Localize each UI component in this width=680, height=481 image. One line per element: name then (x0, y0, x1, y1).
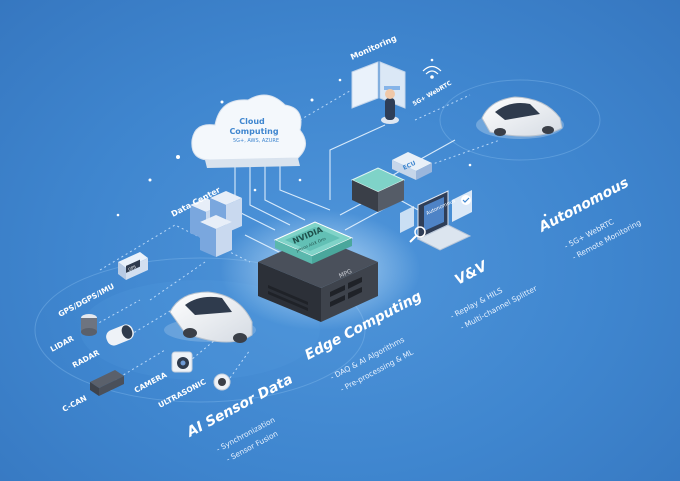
sensor-halo-ring (34, 257, 366, 403)
monitoring-screens-icon (351, 61, 406, 124)
sparkle-dots (116, 58, 547, 217)
data-center-servers-icon (190, 191, 242, 257)
radar-icon (106, 324, 134, 346)
ecu-module-icon (392, 152, 432, 180)
autonomous-car-icon (476, 96, 564, 139)
mpg-edge-hub (258, 221, 378, 322)
monitoring-label: Monitoring (349, 33, 398, 61)
splitter-box-icon (350, 167, 406, 212)
section-vv: V&V - Replay & HILS - Multi-channel Spli… (449, 258, 539, 332)
cloud-title-2: Computing (229, 127, 278, 136)
section-title-vv: V&V (452, 258, 490, 289)
sensor-car-icon (164, 291, 256, 343)
gps-device-text: GPS (127, 264, 137, 272)
gps-device-icon (118, 252, 148, 280)
section-title-autonomous: Autonomous (535, 175, 631, 236)
section-autonomous: Autonomous - 5G+ WebRTC - Remote Monitor… (535, 175, 642, 262)
sensor-label-lidar: LIDAR (49, 334, 76, 354)
ultrasonic-icon (213, 373, 231, 391)
sensor-label-ultrasonic: ULTRASONIC (157, 377, 208, 410)
cloud-providers: 5G+, AWS, AZURE (233, 138, 279, 144)
c-can-icon (90, 370, 124, 396)
nvidia-chip (273, 221, 354, 264)
lidar-icon (81, 314, 97, 336)
sensor-label-ccan: C-CAN (61, 393, 89, 413)
cloud-title-1: Cloud (239, 117, 265, 126)
hub-vents (268, 285, 308, 311)
sensor-label-radar: RADAR (71, 348, 101, 370)
cloud-icon (191, 94, 306, 168)
camera-icon (171, 351, 193, 373)
hub-ports (330, 277, 362, 307)
wifi-icon (422, 65, 442, 79)
laptop-icon (400, 190, 472, 251)
autonomous-halo-ring (439, 79, 601, 161)
